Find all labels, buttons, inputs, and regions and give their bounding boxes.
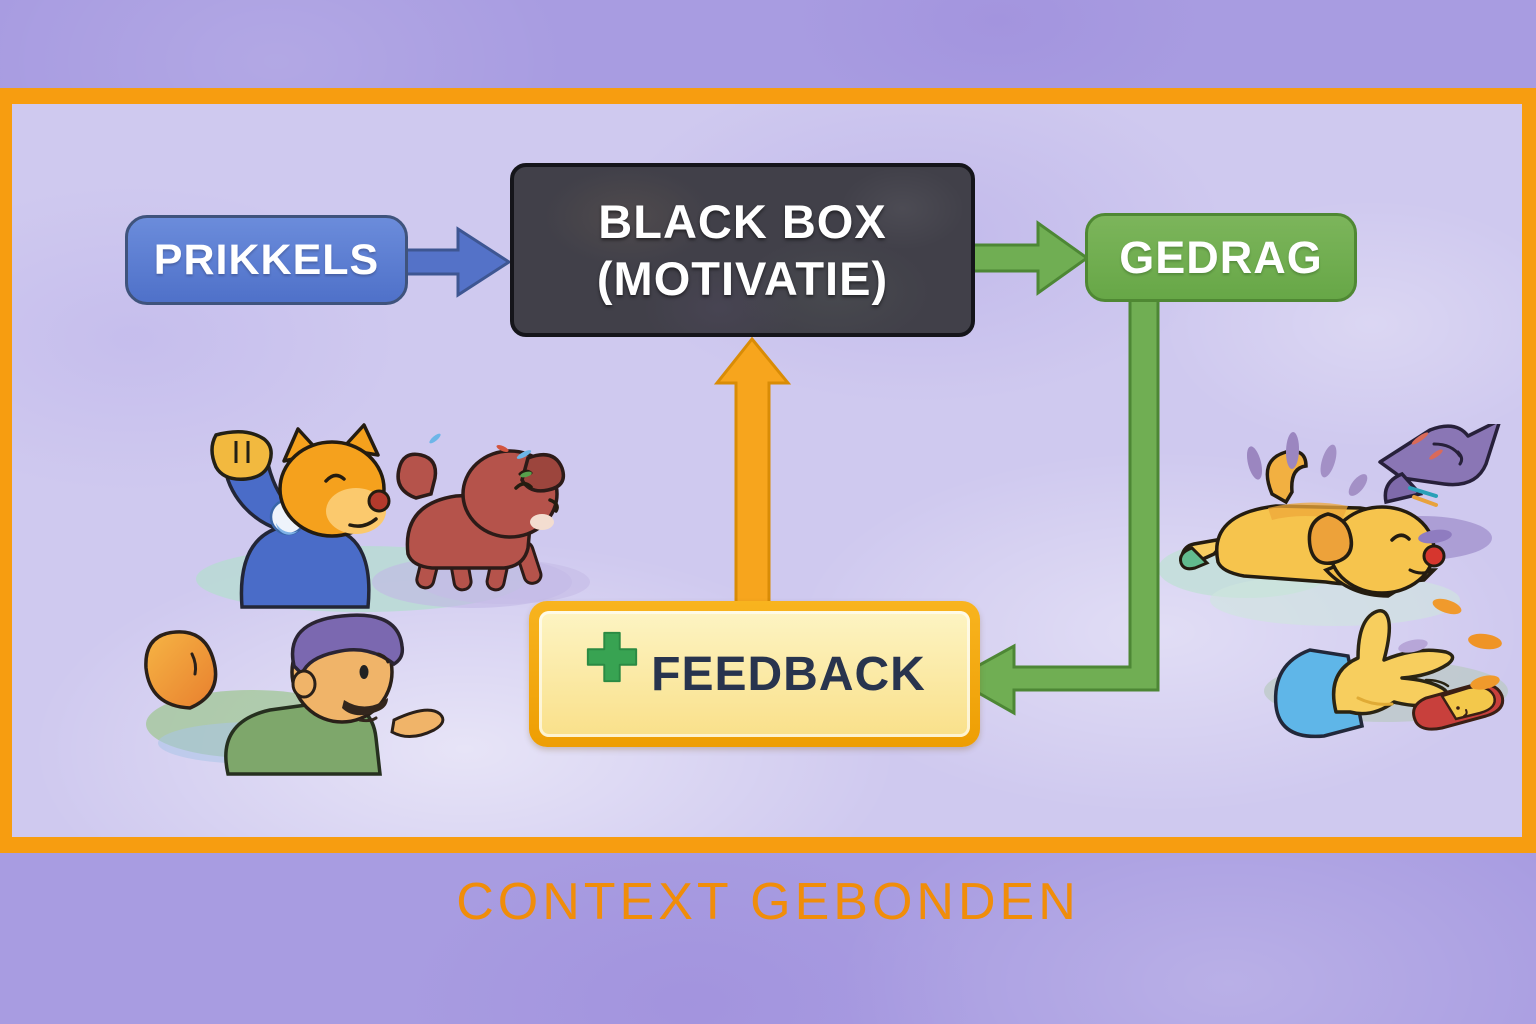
caption-context-gebonden: CONTEXT GEBONDEN: [456, 873, 1080, 931]
node-prikkels: PRIKKELS: [125, 215, 408, 305]
plus-icon: [587, 631, 638, 683]
node-feedback-label: FEEDBACK: [651, 647, 926, 701]
puppy-illustration: [396, 449, 566, 592]
purple-bird-illustration: [1378, 424, 1501, 507]
node-feedback: FEEDBACK: [529, 601, 980, 747]
node-prikkels-label: PRIKKELS: [153, 235, 380, 284]
dog-treat-illustration: [1412, 682, 1505, 731]
running-dog-illustration: [1179, 450, 1446, 598]
node-feedback-inner: FEEDBACK: [539, 611, 970, 737]
dog-trainer-illustration: [210, 423, 391, 609]
man-with-glove-illustration: [144, 613, 445, 776]
node-gedrag: GEDRAG: [1085, 213, 1357, 302]
node-gedrag-label: GEDRAG: [1119, 231, 1323, 283]
open-hand-illustration: [1273, 609, 1455, 739]
node-black-box-line2: (MOTIVATIE): [596, 252, 889, 305]
node-black-box-line1: BLACK BOX: [598, 194, 887, 248]
node-black-box: BLACK BOX (MOTIVATIE): [510, 163, 975, 337]
